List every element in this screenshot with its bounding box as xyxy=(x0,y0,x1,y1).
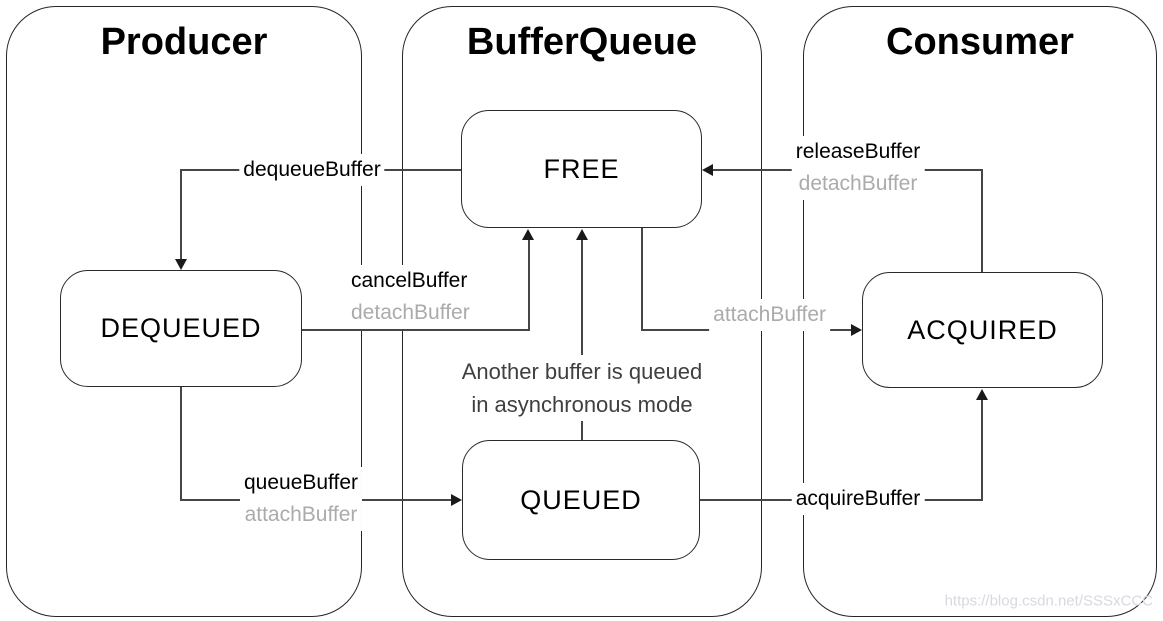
state-dequeued: DEQUEUED xyxy=(60,270,302,387)
acquire-arrowhead-icon xyxy=(976,389,988,400)
queue-label: queueBuffer xyxy=(243,471,359,494)
bufferqueue-title: BufferQueue xyxy=(466,21,698,63)
async-annotation-line1: Another buffer is queued xyxy=(461,359,703,384)
cancel-label-stack: cancelBuffer detachBuffer xyxy=(347,265,474,329)
attach-arrowhead-icon xyxy=(851,324,862,336)
producer-title: Producer xyxy=(100,21,268,63)
queue-arrowhead-icon xyxy=(451,494,462,506)
attach-line-vertical xyxy=(641,228,643,331)
state-queued: QUEUED xyxy=(462,440,700,560)
async-line-bottom xyxy=(581,418,583,440)
acquire-label: acquireBuffer xyxy=(791,483,925,515)
release-label-stack: releaseBuffer detachBuffer xyxy=(791,136,925,200)
cancel-line-vertical xyxy=(528,240,530,330)
dequeue-arrowhead-icon xyxy=(175,259,187,270)
async-arrowhead-icon xyxy=(576,229,588,240)
dequeue-line-vertical xyxy=(180,169,182,259)
queue-label-stack: queueBuffer attachBuffer xyxy=(239,467,363,531)
state-free: FREE xyxy=(461,110,702,228)
cancel-arrowhead-icon xyxy=(522,229,534,240)
cancel-label: cancelBuffer xyxy=(351,269,468,292)
attach-label: attachBuffer xyxy=(709,299,830,331)
async-line-top xyxy=(581,240,583,356)
queue-line-vertical xyxy=(180,387,182,501)
cancel-line-horizontal xyxy=(302,329,530,331)
cancel-alt-label: detachBuffer xyxy=(351,301,470,324)
release-arrowhead-icon xyxy=(702,164,713,176)
dequeue-label: dequeueBuffer xyxy=(239,154,385,186)
release-label: releaseBuffer xyxy=(795,140,921,163)
release-line-vertical xyxy=(981,169,983,272)
watermark-url: https://blog.csdn.net/SSSxCCC xyxy=(944,592,1153,610)
acquire-line-vertical xyxy=(981,400,983,501)
async-annotation: Another buffer is queued in asynchronous… xyxy=(457,355,707,421)
state-acquired: ACQUIRED xyxy=(862,272,1103,388)
async-annotation-line2: in asynchronous mode xyxy=(471,392,693,417)
consumer-title: Consumer xyxy=(886,21,1074,63)
release-alt-label: detachBuffer xyxy=(798,172,918,195)
queue-alt-label: attachBuffer xyxy=(244,503,358,526)
